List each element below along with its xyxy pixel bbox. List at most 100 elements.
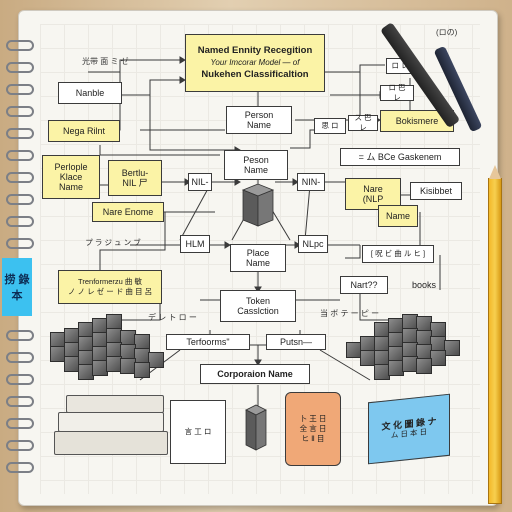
- ring: [6, 106, 34, 117]
- node-perlople: Perlople Klace Name: [42, 155, 100, 199]
- edge: [319, 349, 371, 381]
- top-left-label: 光带 面 ミ ゼ: [82, 57, 129, 66]
- arrowhead: [234, 178, 241, 186]
- ring: [6, 396, 34, 407]
- node-sfc: ス 巴 レ: [348, 113, 378, 132]
- book-stack-middle: [58, 412, 164, 432]
- node-name: Name: [378, 205, 418, 227]
- top-right-label: (ロの): [436, 28, 458, 37]
- node-bce-gaskenem: = ム BCe Gaskenem: [340, 148, 460, 166]
- node-place-name: Place Name: [230, 244, 286, 272]
- ring: [6, 330, 34, 341]
- title-box: Named Ennity Recegition Your Imcorar Mod…: [185, 34, 325, 92]
- node-text: ノ ノ レ ゼ ー ド 曲 目 呂: [67, 287, 153, 296]
- node-text: Name: [58, 182, 83, 192]
- label-small-1: デ レ ト ロ ー: [148, 313, 197, 322]
- jar: 卜 王 日 全 言 日 ヒ Ⅱ 目: [285, 392, 341, 466]
- edge: [304, 184, 311, 241]
- node-nare-nlp: Nare (NLP: [345, 178, 401, 210]
- node-text: Person: [244, 110, 274, 120]
- ring: [6, 194, 34, 205]
- book-stack-top: [66, 395, 164, 413]
- ring: [6, 418, 34, 429]
- node-nega-rilnt: Nega Rilnt: [48, 120, 120, 142]
- small-cube-icon: [245, 404, 267, 451]
- node-bertlu: Bertlu- NIL 尸: [108, 160, 162, 196]
- node-text: Perlople: [54, 162, 88, 172]
- node-terfoorms: Terfoorms": [166, 334, 250, 350]
- spiral-binding: [6, 40, 34, 490]
- node-right-small-2: ロ 巴 レ: [380, 83, 414, 102]
- node-plujo: プ ラ ジ ュ ン ブ: [85, 238, 141, 247]
- node-text: Name: [243, 165, 268, 175]
- edge: [88, 59, 185, 73]
- product-box: 言 工 ロ: [170, 400, 226, 464]
- node-kisibbet: Kisibbet: [410, 182, 462, 200]
- title-line-3: Nukehen Classificaltion: [201, 69, 309, 80]
- edge: [149, 95, 240, 151]
- edge: [325, 64, 385, 73]
- ring: [6, 352, 34, 363]
- sticky-tab: 捞 錄 本: [2, 258, 32, 316]
- arrowhead: [179, 76, 186, 84]
- node-person-name-mid: Peson Name: [224, 150, 288, 180]
- node-nin: NIN-: [297, 173, 325, 191]
- edge: [99, 212, 166, 270]
- ring: [6, 216, 34, 227]
- node-text: Name: [245, 258, 270, 268]
- node-text: Token: [245, 296, 271, 306]
- label-small-2: 当 ボ テ ー ピ ー: [320, 309, 380, 318]
- arrowhead: [294, 241, 301, 249]
- cube-stack-left: [50, 312, 164, 382]
- ring: [6, 150, 34, 161]
- arrowhead: [254, 286, 262, 293]
- ring: [6, 84, 34, 95]
- arrowhead: [179, 56, 186, 64]
- ring: [6, 128, 34, 139]
- ring: [6, 374, 34, 385]
- blue-book: 文 化 圖 錄 ナ ム 日 本 日: [368, 393, 450, 465]
- jar-text: 全 言 日: [299, 424, 327, 433]
- edge: [108, 79, 185, 96]
- pencil: [488, 165, 502, 504]
- title-line-2: Your Imcorar Model — of: [210, 58, 300, 67]
- node-text: Klace: [59, 172, 83, 182]
- node-text: Name: [246, 120, 271, 130]
- node-text: Casslction: [237, 306, 279, 316]
- node-corporation-name: Corporaion Name: [200, 364, 310, 384]
- node-hlm: HLM: [180, 235, 210, 253]
- edge: [99, 145, 220, 156]
- node-text: Trenformerzu 曲 敏: [78, 277, 142, 286]
- node-text: (NLP: [362, 194, 384, 204]
- arrowhead: [224, 241, 231, 249]
- node-person-name-top: Person Name: [226, 106, 292, 134]
- ring: [6, 238, 34, 249]
- node-small-1: 思 ロ: [314, 118, 346, 134]
- node-putsn: Putsn—: [266, 334, 326, 350]
- node-nanble: Nanble: [58, 82, 122, 104]
- central-cube-icon: [241, 183, 275, 227]
- node-token-classification: Token Casslction: [220, 290, 296, 322]
- book-stack-bottom: [54, 431, 168, 455]
- ring: [6, 62, 34, 73]
- node-text: Place: [246, 248, 270, 258]
- node-text: NIL 尸: [122, 178, 148, 188]
- cube-stack-right: [340, 312, 460, 382]
- node-transformers: Trenformerzu 曲 敏 ノ ノ レ ゼ ー ド 曲 目 呂: [58, 270, 162, 304]
- title-line-1: Named Ennity Recegition: [197, 45, 313, 56]
- node-nare-enome: Nare Enome: [92, 202, 164, 222]
- node-books: books: [411, 280, 437, 290]
- ring: [6, 462, 34, 473]
- node-japanese: [ 呪 ビ 曲 ル ヒ ]: [362, 245, 434, 263]
- node-text: Bertlu-: [121, 168, 149, 178]
- ring: [6, 172, 34, 183]
- node-nart: Nart??: [340, 276, 388, 294]
- edge: [345, 245, 361, 259]
- node-nlpc: NLpc: [298, 235, 328, 253]
- node-text: Peson: [243, 155, 269, 165]
- arrowhead: [254, 359, 262, 366]
- node-nil-1: NIL-: [188, 173, 212, 191]
- ring: [6, 40, 34, 51]
- arrowhead: [292, 178, 299, 186]
